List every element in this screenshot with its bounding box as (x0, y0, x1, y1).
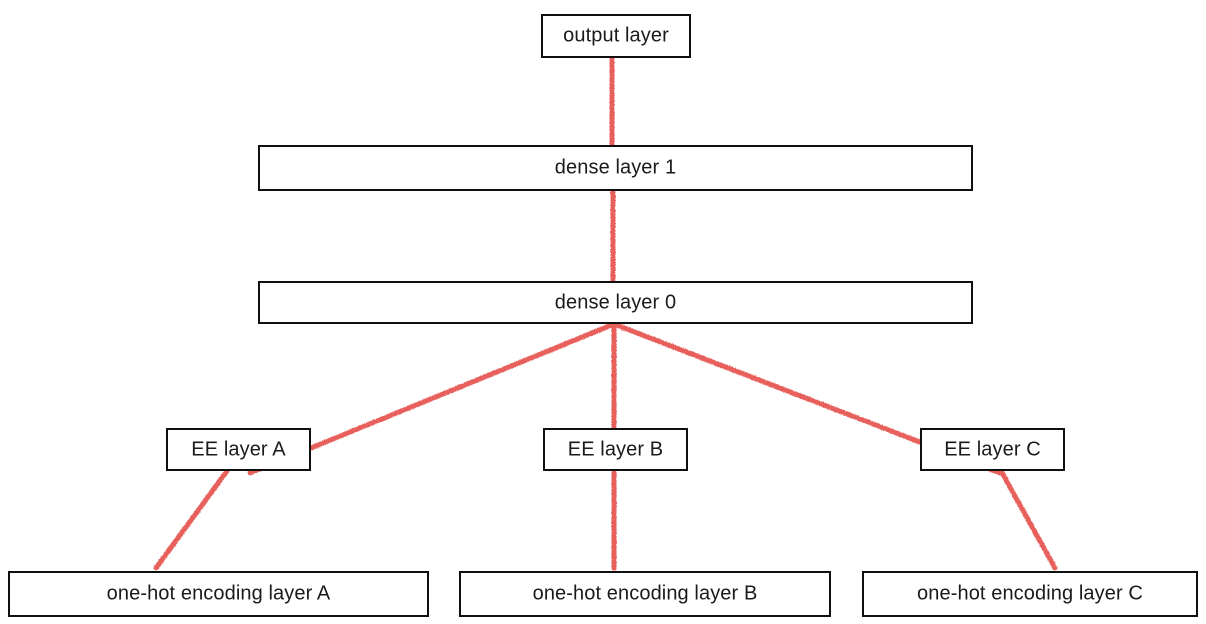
node-dense-layer-1[interactable]: dense layer 1 (258, 145, 973, 191)
edge-ee-a-onehot-a (153, 468, 230, 571)
node-one-hot-encoding-layer-b[interactable]: one-hot encoding layer B (459, 571, 831, 617)
node-label: EE layer B (567, 438, 664, 460)
node-ee-layer-c[interactable]: EE layer C (920, 428, 1065, 471)
edge-ee-c-onehot-c (998, 468, 1058, 571)
node-label: one-hot encoding layer B (532, 582, 758, 605)
node-label: output layer (563, 24, 669, 47)
node-one-hot-encoding-layer-a[interactable]: one-hot encoding layer A (8, 571, 429, 617)
node-label: dense layer 0 (554, 291, 677, 313)
node-dense-layer-0[interactable]: dense layer 0 (258, 281, 973, 324)
node-label: one-hot encoding layer C (917, 582, 1143, 605)
node-label: EE layer C (944, 438, 1041, 460)
node-label: EE layer A (191, 438, 286, 460)
node-label: one-hot encoding layer A (106, 582, 331, 605)
node-label: dense layer 1 (554, 156, 677, 179)
node-one-hot-encoding-layer-c[interactable]: one-hot encoding layer C (862, 571, 1198, 617)
node-ee-layer-a[interactable]: EE layer A (166, 428, 311, 471)
node-output-layer[interactable]: output layer (541, 14, 691, 58)
node-ee-layer-b[interactable]: EE layer B (543, 428, 688, 471)
